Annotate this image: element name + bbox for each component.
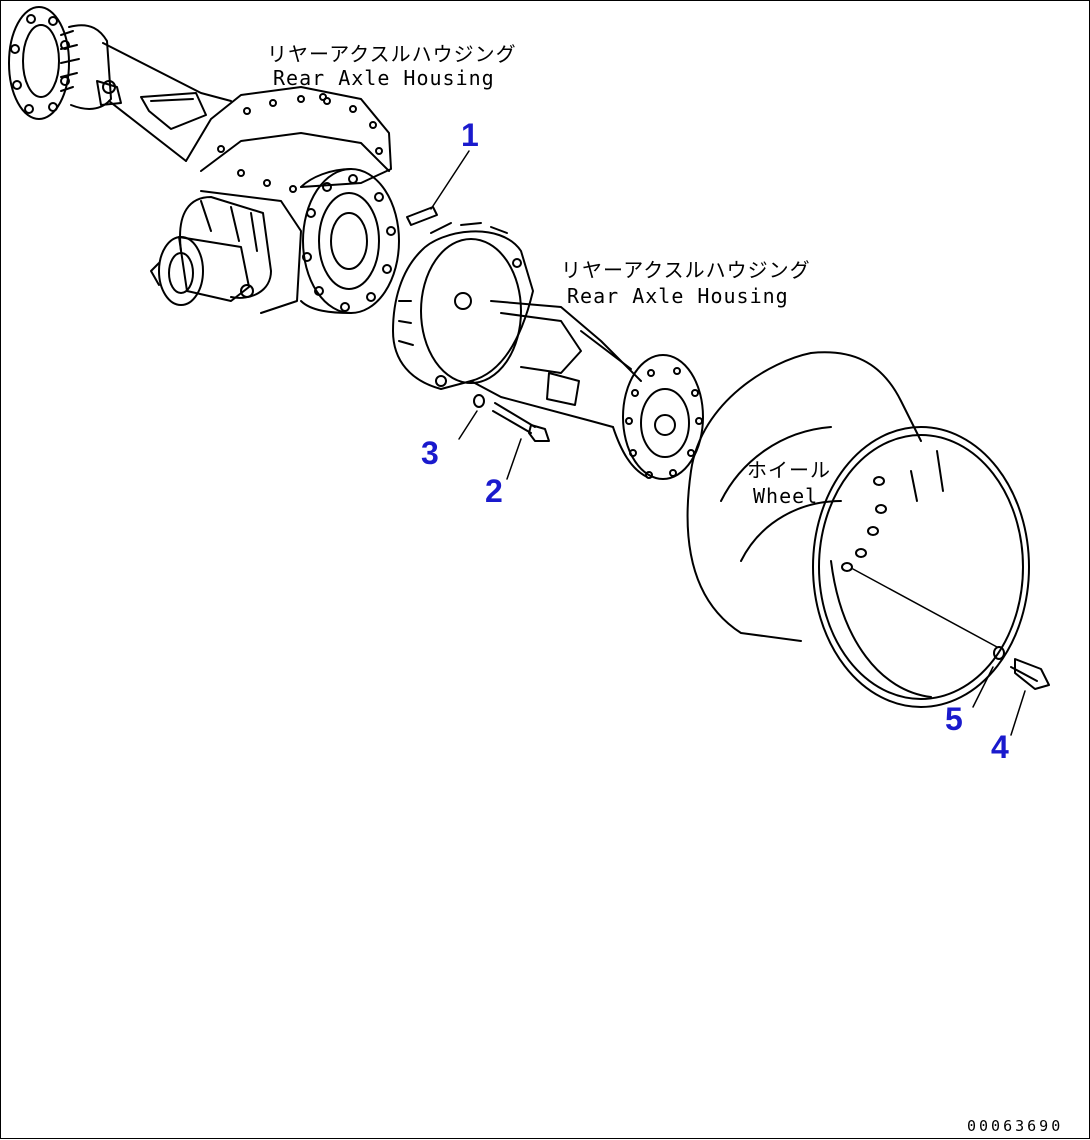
callout-5: 5 [945, 701, 963, 737]
bolt-and-washer-parts-2-3 [458, 394, 550, 480]
callout-4: 4 [991, 729, 1009, 765]
pin-part-1 [406, 150, 470, 226]
wheel-label-jp: ホイール [747, 458, 831, 482]
callout-3: 3 [421, 435, 439, 471]
housing-right-label-jp: リヤーアクスルハウジング [561, 258, 811, 282]
housing-right-label-en: Rear Axle Housing [567, 284, 789, 308]
wheel-bolt-and-washer-parts-4-5 [972, 646, 1050, 736]
wheel-label-en: Wheel [753, 484, 819, 508]
drawing-code: 00063690 [967, 1117, 1064, 1135]
wheel [686, 351, 1030, 708]
housing-left-label-jp: リヤーアクスルハウジング [267, 42, 517, 66]
housing-left-label-en: Rear Axle Housing [273, 66, 495, 90]
callout-1: 1 [461, 117, 479, 153]
rear-axle-housing-right [392, 222, 704, 480]
callout-2: 2 [485, 473, 503, 509]
rear-axle-housing-left [8, 6, 400, 314]
